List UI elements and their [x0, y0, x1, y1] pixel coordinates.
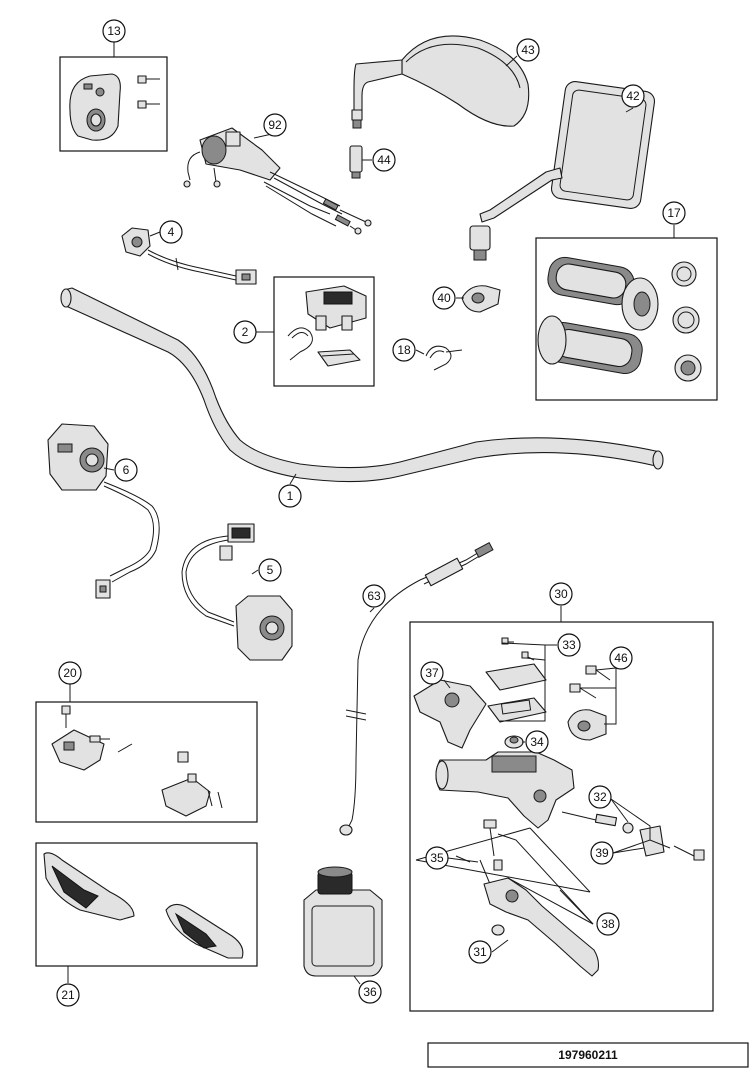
part-20-brackets [51, 705, 223, 817]
document-number-box [427, 1042, 749, 1068]
box-group-20 [35, 701, 258, 823]
part-4-switch [121, 227, 257, 285]
callout-36-label: 36 [363, 985, 377, 999]
callout-92: 92 [263, 113, 287, 137]
box-group-30 [409, 621, 714, 1012]
part-13-switch-housing [69, 73, 121, 141]
part-31-brake-lever [483, 877, 600, 977]
callout-2: 2 [233, 320, 257, 344]
part-2-switch [305, 285, 367, 331]
part-92-throttle-assembly [183, 127, 372, 235]
callout-36: 36 [358, 980, 382, 1004]
callout-17-label: 17 [667, 206, 681, 220]
callout-21-label: 21 [61, 988, 75, 1002]
callout-6: 6 [114, 458, 138, 482]
callout-6-label: 6 [123, 463, 130, 477]
callout-32-label: 32 [593, 790, 607, 804]
part-36-fluid-bottle [303, 866, 383, 977]
callout-21: 21 [56, 983, 80, 1007]
callout-4-label: 4 [168, 225, 175, 239]
part-34-cap [504, 735, 524, 749]
part-17-grips [537, 256, 702, 382]
callout-13: 13 [102, 19, 126, 43]
callout-63-label: 63 [367, 589, 381, 603]
callout-2-label: 2 [242, 325, 249, 339]
part-32-pushrod [561, 811, 634, 834]
part-33-cap-and-screws [485, 637, 547, 723]
part-2-cable-ties [287, 327, 361, 367]
callout-46: 46 [609, 646, 633, 670]
callout-1: 1 [278, 484, 302, 508]
callout-5-label: 5 [267, 563, 274, 577]
callout-46-label: 46 [614, 651, 628, 665]
document-number: 197960211 [558, 1048, 618, 1062]
part-46-clamp-and-bolts [567, 665, 611, 741]
box-group-21 [35, 842, 258, 967]
callout-4: 4 [159, 220, 183, 244]
callout-37-label: 37 [425, 666, 439, 680]
callout-40: 40 [432, 286, 456, 310]
callout-40-label: 40 [437, 291, 451, 305]
part-42-mirror [469, 81, 656, 261]
callout-33: 33 [557, 633, 581, 657]
callout-33-label: 33 [562, 638, 576, 652]
part-30-master-cylinder [435, 751, 575, 829]
part-44-nut [349, 145, 363, 179]
callout-5: 5 [258, 558, 282, 582]
callout-38-label: 38 [601, 917, 615, 931]
callout-39-label: 39 [595, 846, 609, 860]
part-21-handguards [43, 852, 244, 959]
part-1-handlebar [60, 287, 664, 483]
callout-34: 34 [525, 730, 549, 754]
callout-18: 18 [392, 338, 416, 362]
part-63-hydraulic-line [339, 542, 494, 836]
callout-1-label: 1 [287, 489, 294, 503]
part-6-switch [47, 423, 160, 599]
callout-43-label: 43 [521, 43, 535, 57]
callout-30-label: 30 [554, 587, 568, 601]
callout-18-label: 18 [397, 343, 411, 357]
callout-20-label: 20 [63, 666, 77, 680]
callout-44-label: 44 [377, 153, 391, 167]
callout-42-label: 42 [626, 89, 640, 103]
callout-32: 32 [588, 785, 612, 809]
callout-31-label: 31 [473, 945, 487, 959]
callout-35-label: 35 [430, 851, 444, 865]
callout-30: 30 [549, 582, 573, 606]
part-40-clamp [461, 285, 501, 313]
callout-39: 39 [590, 841, 614, 865]
callout-20: 20 [58, 661, 82, 685]
callout-37: 37 [420, 661, 444, 685]
callout-38: 38 [596, 912, 620, 936]
part-38-bolt [483, 819, 503, 871]
callout-13-label: 13 [107, 24, 121, 38]
part-37-cover [413, 679, 487, 749]
callout-34-label: 34 [530, 735, 544, 749]
part-5-switch [181, 523, 293, 661]
part-43-mirror [351, 35, 530, 129]
callout-17: 17 [662, 201, 686, 225]
box-group-17 [535, 237, 718, 401]
part-18-cable-tie [425, 345, 463, 371]
callout-63: 63 [362, 584, 386, 608]
callout-44: 44 [372, 148, 396, 172]
callout-92-label: 92 [268, 118, 282, 132]
callout-43: 43 [516, 38, 540, 62]
callout-31: 31 [468, 940, 492, 964]
part-13-screws [137, 75, 160, 109]
callout-42: 42 [621, 84, 645, 108]
callout-35: 35 [425, 846, 449, 870]
